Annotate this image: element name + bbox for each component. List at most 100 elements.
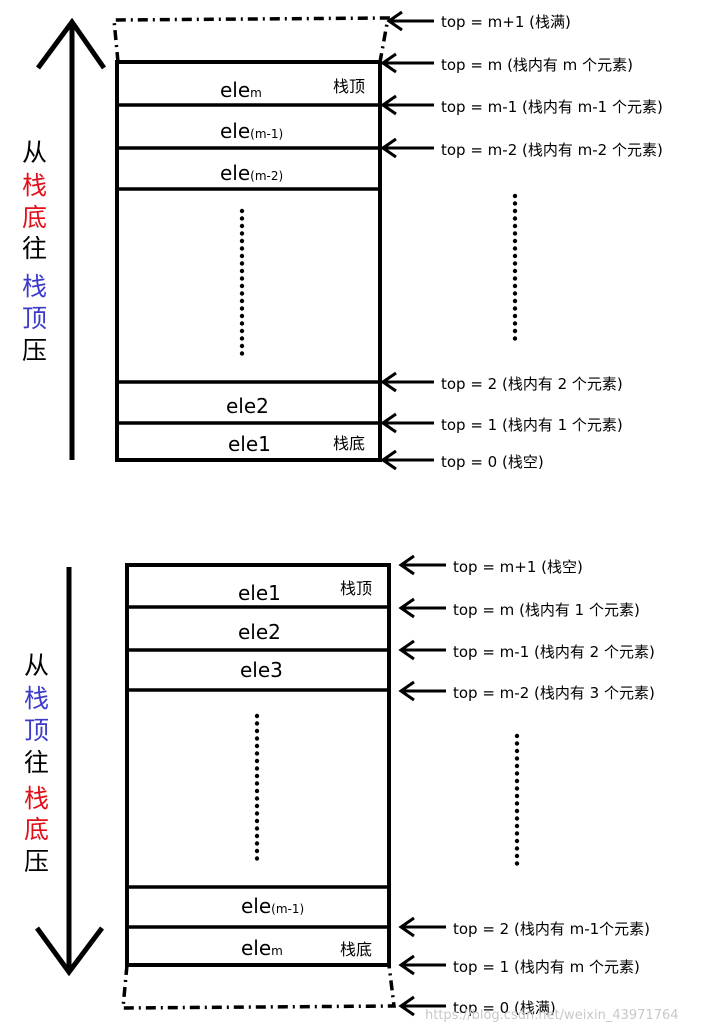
bottom-pointer-label-2: top = m (栈内有 1 个元素) bbox=[453, 601, 640, 619]
ellipsis-dot bbox=[239, 336, 245, 341]
top-pointer-arrows bbox=[380, 10, 434, 471]
ellipsis-dot bbox=[514, 831, 520, 836]
ellipsis-dot bbox=[512, 276, 518, 281]
ellipsis-dot bbox=[239, 231, 245, 236]
top-outer-ellipsis-dots bbox=[512, 193, 518, 341]
top-pointer-label-7: top = 0 (栈空) bbox=[441, 453, 544, 471]
ellipsis-dot bbox=[254, 848, 260, 854]
ellipsis-dot bbox=[514, 771, 520, 776]
ellipsis-dot bbox=[239, 276, 245, 281]
bottom-side-char-5: 栈 bbox=[24, 784, 49, 813]
ellipsis-dot bbox=[254, 796, 260, 801]
ellipsis-dot bbox=[239, 208, 245, 214]
ellipsis-dot bbox=[514, 763, 520, 769]
top-cell-m-1: ele(m-1) bbox=[220, 119, 283, 143]
ellipsis-dot bbox=[512, 336, 518, 341]
ellipsis-dot bbox=[239, 298, 245, 304]
top-stack-top-label: 栈顶 bbox=[333, 77, 365, 96]
bottom-pointer-label-6: top = 1 (栈内有 m 个元素) bbox=[453, 958, 640, 976]
ellipsis-dot bbox=[514, 823, 520, 829]
top-side-char-1: 从 bbox=[22, 138, 47, 167]
top-side-char-5: 栈 bbox=[22, 272, 47, 301]
ellipsis-dot bbox=[514, 741, 520, 746]
top-stack-diagram: 从 栈 底 往 栈 顶 压 elem ele(m-1) ele(m-2) ele… bbox=[22, 10, 663, 471]
ellipsis-dot bbox=[512, 328, 518, 334]
ellipsis-dot bbox=[254, 728, 260, 734]
ellipsis-dot bbox=[239, 313, 245, 319]
ellipsis-dot bbox=[514, 816, 520, 821]
ellipsis-dot bbox=[254, 826, 260, 831]
ellipsis-dot bbox=[514, 793, 520, 799]
ellipsis-dot bbox=[254, 721, 260, 726]
ellipsis-dot bbox=[239, 246, 245, 251]
ellipsis-dot bbox=[514, 748, 520, 754]
ellipsis-dot bbox=[239, 268, 245, 274]
bottom-overflow-slot bbox=[121, 964, 396, 1010]
bottom-side-char-3: 顶 bbox=[24, 716, 49, 745]
ellipsis-dot bbox=[512, 208, 518, 214]
ellipsis-dot bbox=[254, 766, 260, 771]
top-side-char-3: 底 bbox=[22, 203, 47, 232]
top-stack-box bbox=[115, 60, 382, 462]
bottom-pointer-label-5: top = 2 (栈内有 m-1个元素) bbox=[453, 920, 650, 938]
top-push-direction-arrow bbox=[35, 17, 107, 460]
top-cell-m-2: ele(m-2) bbox=[220, 161, 283, 185]
ellipsis-dot bbox=[514, 861, 520, 866]
ellipsis-dot bbox=[514, 733, 520, 739]
top-pointer-label-1: top = m+1 (栈满) bbox=[441, 13, 571, 31]
ellipsis-dot bbox=[512, 298, 518, 304]
top-cell-2: ele2 bbox=[226, 394, 269, 418]
ellipsis-dot bbox=[254, 833, 260, 839]
ellipsis-dot bbox=[514, 786, 520, 791]
ellipsis-dot bbox=[514, 808, 520, 814]
top-inner-ellipsis-dots bbox=[239, 208, 245, 356]
ellipsis-dot bbox=[514, 801, 520, 806]
ellipsis-dot bbox=[254, 803, 260, 809]
ellipsis-dot bbox=[239, 306, 245, 311]
ellipsis-dot bbox=[254, 758, 260, 764]
ellipsis-dot bbox=[239, 238, 245, 244]
ellipsis-dot bbox=[239, 253, 245, 259]
ellipsis-dot bbox=[254, 788, 260, 794]
bottom-cell-m: elem bbox=[241, 936, 283, 960]
ellipsis-dot bbox=[239, 321, 245, 326]
ellipsis-dot bbox=[239, 343, 245, 349]
ellipsis-dot bbox=[239, 283, 245, 289]
ellipsis-dot bbox=[512, 268, 518, 274]
top-side-char-6: 顶 bbox=[22, 304, 47, 333]
ellipsis-dot bbox=[254, 841, 260, 846]
top-pointer-label-5: top = 2 (栈内有 2 个元素) bbox=[441, 375, 623, 393]
top-stack-bottom-label: 栈底 bbox=[333, 434, 365, 453]
ellipsis-dot bbox=[254, 773, 260, 779]
ellipsis-dot bbox=[254, 751, 260, 756]
bottom-side-char-1: 从 bbox=[24, 651, 49, 680]
ellipsis-dot bbox=[512, 283, 518, 289]
ellipsis-dot bbox=[254, 811, 260, 816]
top-pointer-label-3: top = m-1 (栈内有 m-1 个元素) bbox=[441, 98, 663, 116]
bottom-cell-3: ele3 bbox=[240, 658, 283, 682]
bottom-pointer-label-3: top = m-1 (栈内有 2 个元素) bbox=[453, 643, 655, 661]
ellipsis-dot bbox=[512, 306, 518, 311]
ellipsis-dot bbox=[254, 856, 260, 861]
bottom-pointer-arrows bbox=[398, 554, 446, 1017]
ellipsis-dot bbox=[512, 291, 518, 296]
top-pointer-label-6: top = 1 (栈内有 1 个元素) bbox=[441, 416, 623, 434]
bottom-stack-box bbox=[125, 563, 391, 967]
bottom-stack-bottom-label: 栈底 bbox=[340, 940, 372, 959]
top-pointer-label-4: top = m-2 (栈内有 m-2 个元素) bbox=[441, 141, 663, 159]
ellipsis-dot bbox=[512, 321, 518, 326]
bottom-pointer-label-1: top = m+1 (栈空) bbox=[453, 558, 583, 576]
bottom-stack-diagram: 从 栈 顶 往 栈 底 压 ele1 ele2 ele3 ele(m-1) el… bbox=[24, 554, 655, 1017]
ellipsis-dot bbox=[254, 818, 260, 824]
ellipsis-dot bbox=[239, 328, 245, 334]
ellipsis-dot bbox=[512, 238, 518, 244]
ellipsis-dot bbox=[254, 781, 260, 786]
ellipsis-dot bbox=[514, 846, 520, 851]
ellipsis-dot bbox=[512, 253, 518, 259]
bottom-cell-m-1: ele(m-1) bbox=[241, 894, 304, 918]
ellipsis-dot bbox=[239, 223, 245, 229]
ellipsis-dot bbox=[512, 201, 518, 206]
ellipsis-dot bbox=[514, 756, 520, 761]
watermark: https://blog.csdn.net/weixin_43971764 bbox=[425, 1008, 679, 1023]
